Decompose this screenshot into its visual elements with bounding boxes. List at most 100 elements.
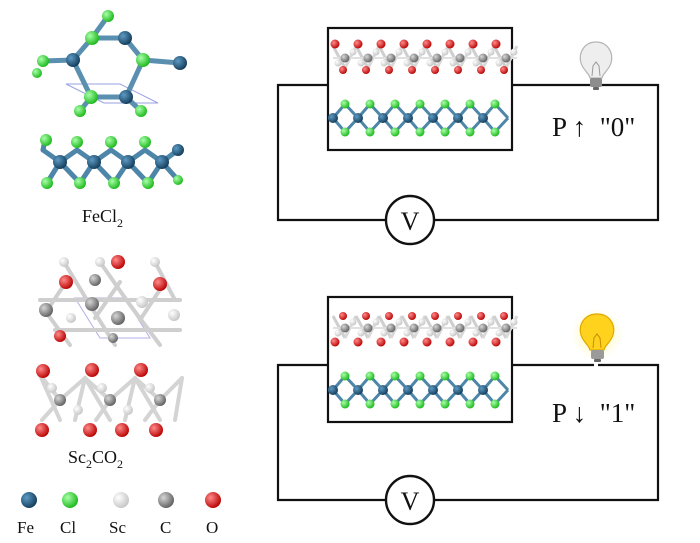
oxygen-atom: [454, 312, 462, 320]
iron-atom: [403, 113, 413, 123]
iron-atom: [453, 385, 463, 395]
carbon-atom: [386, 53, 396, 63]
chlorine-atom: [365, 127, 375, 137]
carbon-atom: [409, 323, 419, 333]
oxygen-atom: [330, 39, 340, 49]
voltmeter-symbol: V: [401, 207, 420, 236]
oxygen-atom: [491, 337, 501, 347]
iron-atom: [428, 113, 438, 123]
oxygen-atom: [468, 39, 478, 49]
iron-atom: [353, 113, 363, 123]
carbon-atom: [363, 323, 373, 333]
iron-atom: [328, 113, 338, 123]
oxygen-atom: [445, 39, 455, 49]
scandium-atom: [372, 318, 380, 326]
scandium-atom: [426, 329, 434, 337]
oxygen-atom: [500, 312, 508, 320]
oxygen-atom: [330, 337, 340, 347]
oxygen-atom: [477, 312, 485, 320]
iron-atom: [478, 113, 488, 123]
sc2co2-side-view: [35, 363, 184, 437]
scandium-atom: [464, 48, 472, 56]
oxygen-atom: [385, 312, 393, 320]
fecl2-side-view: [40, 134, 184, 189]
oxygen-atom: [339, 312, 347, 320]
chlorine-atom: [390, 127, 400, 137]
legend-label-c: C: [160, 518, 171, 537]
scandium-atom: [472, 329, 480, 337]
scandium-atom: [334, 329, 342, 337]
scandium-atom: [380, 59, 388, 67]
oxygen-atom: [445, 337, 455, 347]
sc2co2-top-view: [38, 255, 182, 347]
scandium-atom: [403, 329, 411, 337]
iron-atom: [428, 385, 438, 395]
state-label-bottom: P ↓ "1": [552, 398, 635, 428]
scandium-atom: [395, 48, 403, 56]
carbon-atom: [386, 323, 396, 333]
wire: [276, 83, 386, 222]
scandium-atom: [418, 318, 426, 326]
chlorine-atom: [440, 127, 450, 137]
legend-swatch-fe: [21, 492, 37, 508]
chlorine-atom: [440, 399, 450, 409]
chlorine-atom: [365, 99, 375, 109]
unit-cell-outline: [65, 83, 159, 104]
oxygen-atom: [431, 312, 439, 320]
legend-label-fe: Fe: [17, 518, 34, 537]
scandium-atom: [487, 318, 495, 326]
legend-label-sc: Sc: [109, 518, 126, 537]
scandium-atom: [349, 318, 357, 326]
chlorine-atom: [465, 371, 475, 381]
scandium-atom: [449, 329, 457, 337]
lightbulb-off-icon: [579, 41, 613, 90]
iron-atom: [378, 385, 388, 395]
chlorine-atom: [440, 371, 450, 381]
chlorine-atom: [490, 399, 500, 409]
oxygen-atom: [353, 39, 363, 49]
iron-atom: [378, 113, 388, 123]
carbon-atom: [409, 53, 419, 63]
oxygen-atom: [399, 39, 409, 49]
oxygen-atom: [362, 66, 370, 74]
scandium-atom: [395, 318, 403, 326]
lightbulb-on-icon: [571, 308, 623, 362]
carbon-atom: [340, 323, 350, 333]
scandium-atom: [357, 59, 365, 67]
oxygen-atom: [422, 337, 432, 347]
legend-swatch-c: [158, 492, 174, 508]
scandium-atom: [510, 318, 518, 326]
legend-label-o: O: [206, 518, 218, 537]
chlorine-atom: [365, 399, 375, 409]
chlorine-atom: [465, 99, 475, 109]
carbon-atom: [501, 323, 511, 333]
carbon-atom: [432, 323, 442, 333]
scandium-atom: [372, 48, 380, 56]
fecl2-layer: [328, 99, 510, 137]
carbon-atom: [363, 53, 373, 63]
chlorine-atom: [390, 371, 400, 381]
circuit-top: V P ↑ "0": [276, 26, 660, 246]
element-legend: Fe Cl Sc C O: [17, 492, 221, 537]
chlorine-atom: [340, 127, 350, 137]
oxygen-atom: [339, 66, 347, 74]
oxygen-atom: [376, 39, 386, 49]
carbon-atom: [478, 323, 488, 333]
legend-swatch-cl: [62, 492, 78, 508]
chlorine-atom: [465, 127, 475, 137]
scandium-atom: [334, 59, 342, 67]
chlorine-atom: [440, 99, 450, 109]
voltmeter-top: V: [384, 194, 436, 246]
chlorine-atom: [490, 127, 500, 137]
iron-atom: [403, 385, 413, 395]
chlorine-atom: [365, 371, 375, 381]
scandium-atom: [464, 318, 472, 326]
legend-label-cl: Cl: [60, 518, 76, 537]
sc2co2-layer: [330, 312, 519, 347]
scandium-atom: [380, 329, 388, 337]
oxygen-atom: [500, 66, 508, 74]
carbon-atom: [432, 53, 442, 63]
oxygen-atom: [385, 66, 393, 74]
oxygen-atom: [408, 66, 416, 74]
